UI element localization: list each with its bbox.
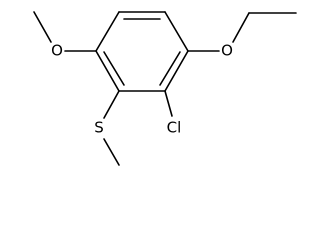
- atom-o-methoxy: O: [51, 42, 63, 60]
- chloro-group: Cl: [164, 90, 182, 137]
- bond-s-to-methyl: [103, 138, 120, 166]
- methylthio-group: S: [94, 90, 120, 166]
- structure-diagram: O S Cl O: [33, 11, 297, 166]
- ethoxy-group: O: [187, 12, 297, 60]
- atom-o-ethoxy: O: [221, 42, 233, 60]
- bond-o-to-ethyl-ch2: [232, 12, 250, 43]
- ring-bond-upper-left: [95, 11, 120, 52]
- methoxy-group: O: [33, 11, 97, 60]
- ring-bond-lower-left-inner: [103, 51, 125, 86]
- ring-bond-lower-right-inner: [159, 51, 181, 86]
- ring-bond-lower-left: [95, 50, 120, 92]
- atom-s-methylthio: S: [94, 119, 104, 137]
- bond-ring-to-s: [103, 90, 120, 119]
- benzene-ring: [95, 11, 189, 92]
- ring-bond-lower-right: [164, 50, 189, 92]
- bond-ring-to-cl: [164, 90, 173, 117]
- bond-o-to-methyl: [33, 11, 52, 43]
- atom-cl: Cl: [167, 119, 182, 137]
- ring-bond-upper-right: [164, 11, 189, 52]
